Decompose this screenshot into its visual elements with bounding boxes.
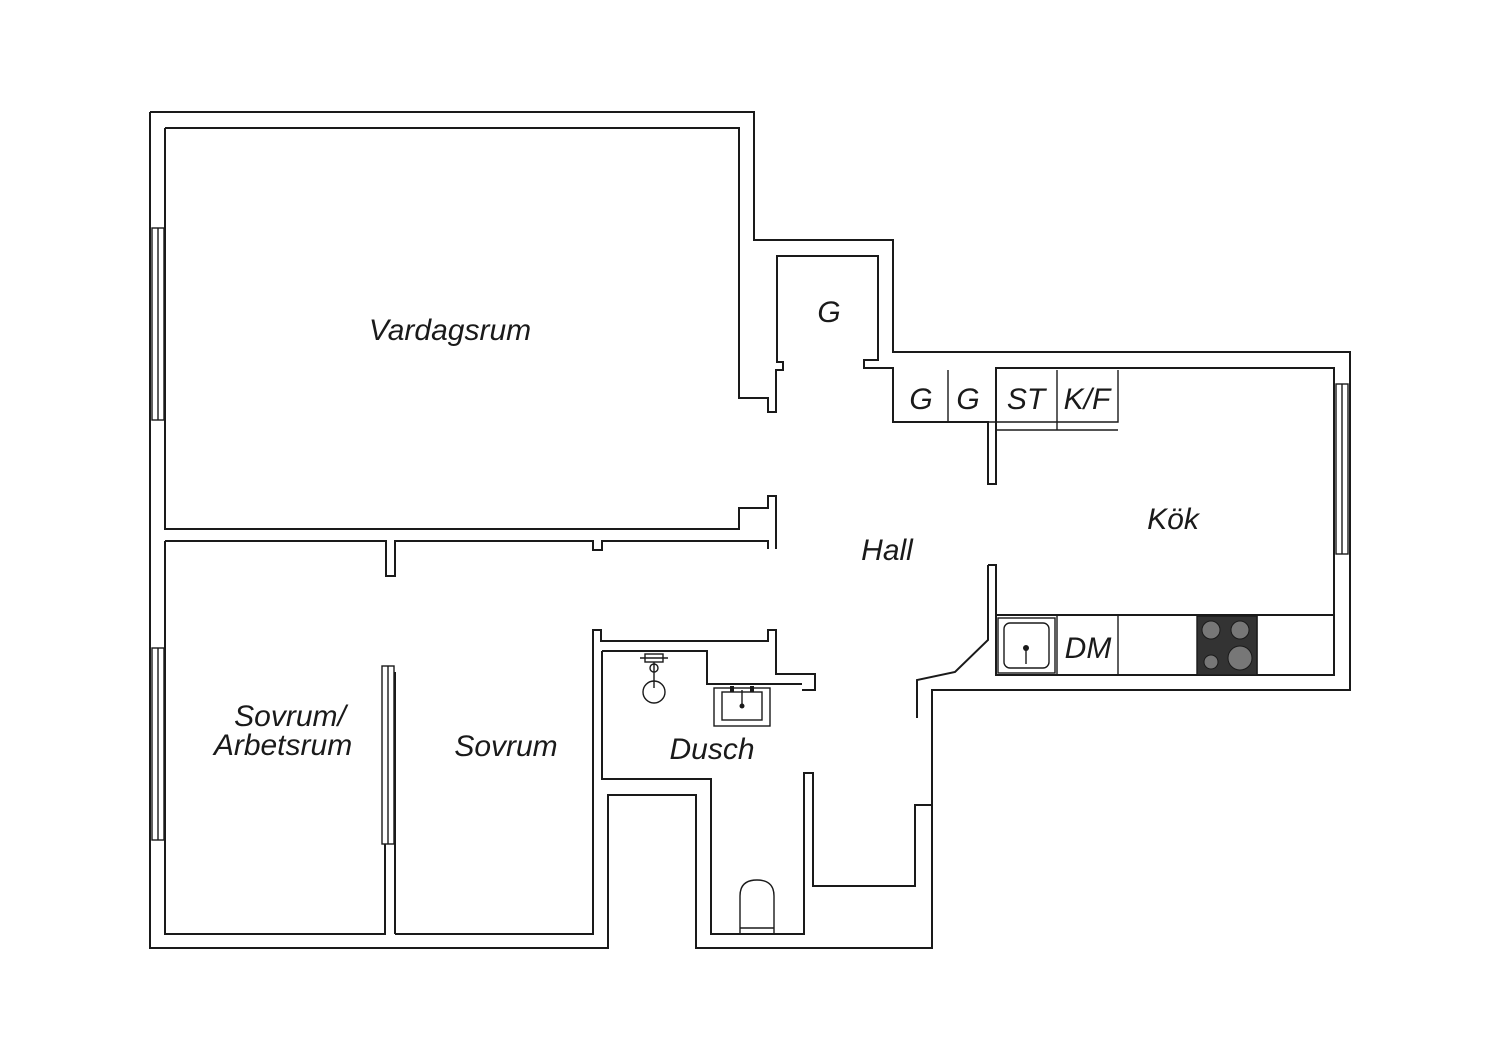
washbasin-icon (713, 686, 771, 727)
sink-icon (997, 617, 1056, 674)
fixture-label-dm: DM (1065, 632, 1112, 665)
interior-walls (164, 127, 1335, 935)
room-label-sovrum: Sovrum (454, 730, 557, 763)
shower-icon (640, 653, 668, 704)
outer-walls (149, 111, 1351, 949)
room-label-sovrum-arbetsrum-line1: Sovrum/ (234, 700, 348, 733)
toilet-icon (739, 879, 775, 934)
window-icon (151, 227, 1349, 845)
room-label-sovrum-arbetsrum-line2: Arbetsrum (212, 729, 352, 762)
room-label-hall: Hall (861, 534, 914, 567)
fixture-label-st: ST (1007, 383, 1048, 416)
fixture-label-g-1: G (909, 383, 932, 416)
fixture-label-g-top: G (817, 296, 840, 329)
fixture-label-g-2: G (956, 383, 979, 416)
room-label-kok: Kök (1147, 503, 1201, 536)
room-label-vardagsrum: Vardagsrum (369, 314, 531, 347)
stove-icon (1196, 615, 1258, 676)
room-label-dusch: Dusch (669, 733, 754, 766)
fixture-label-kf: K/F (1064, 383, 1112, 416)
